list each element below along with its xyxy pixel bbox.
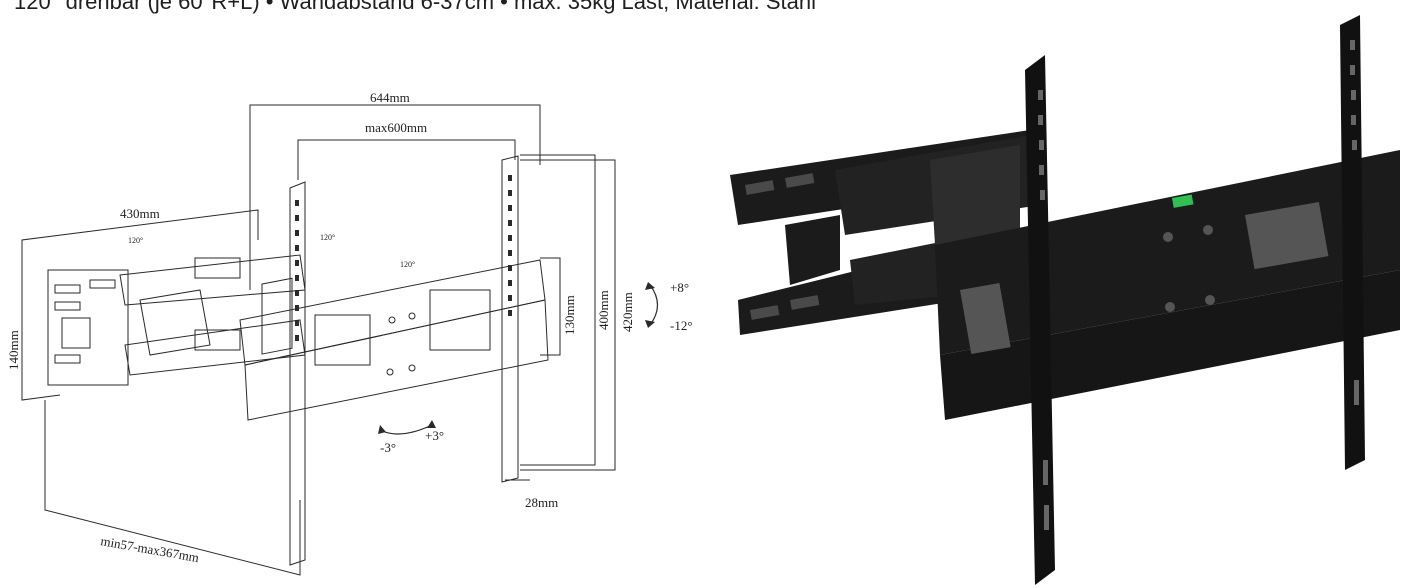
label-430: 430mm <box>120 206 160 221</box>
wall-plate-outline <box>47 269 129 386</box>
product-specs-header: 120° drehbar (je 60°R+L) • Wandabstand 6… <box>14 0 816 14</box>
label-rotation-2: 120° <box>320 233 335 242</box>
product-photo <box>730 15 1400 585</box>
dim-line-420 <box>520 159 616 471</box>
photo-vertical-post-right <box>1340 15 1365 470</box>
label-140: 140mm <box>6 330 21 370</box>
label-600: max600mm <box>365 120 427 135</box>
technical-drawing: 644mm max600mm 430mm 140mm 130mm 400mm 4… <box>6 90 693 576</box>
label-130: 130mm <box>562 295 577 335</box>
label-swivel-left: -3° <box>380 440 396 455</box>
label-644: 644mm <box>370 90 410 105</box>
label-tilt-up: +8° <box>670 280 689 295</box>
dim-line-600 <box>297 139 516 180</box>
dim-line-140 <box>21 270 61 401</box>
label-400: 400mm <box>596 290 611 330</box>
spirit-level <box>1172 194 1194 208</box>
dim-line-130 <box>540 257 561 356</box>
dim-line-644 <box>249 104 541 290</box>
label-rotation-3: 120° <box>400 260 415 269</box>
lower-arm <box>124 319 306 376</box>
dim-line-distance <box>44 400 301 576</box>
vertical-post-right <box>501 155 519 483</box>
photo-horizontal-rail <box>935 150 1400 355</box>
dim-line-430 <box>21 209 259 270</box>
vertical-post-left <box>289 181 306 566</box>
label-28: 28mm <box>525 495 558 510</box>
photo-vertical-post-left <box>1025 55 1055 585</box>
upper-arm <box>119 254 306 306</box>
label-rotation-1: 120° <box>128 236 143 245</box>
dim-line-400 <box>520 154 596 466</box>
label-420: 420mm <box>620 292 635 332</box>
label-distance: min57-max367mm <box>99 533 200 565</box>
horizontal-rail-lower <box>244 299 549 421</box>
label-swivel-right: +3° <box>425 428 444 443</box>
tilt-arrow <box>649 284 659 326</box>
label-tilt-down: -12° <box>670 318 693 333</box>
